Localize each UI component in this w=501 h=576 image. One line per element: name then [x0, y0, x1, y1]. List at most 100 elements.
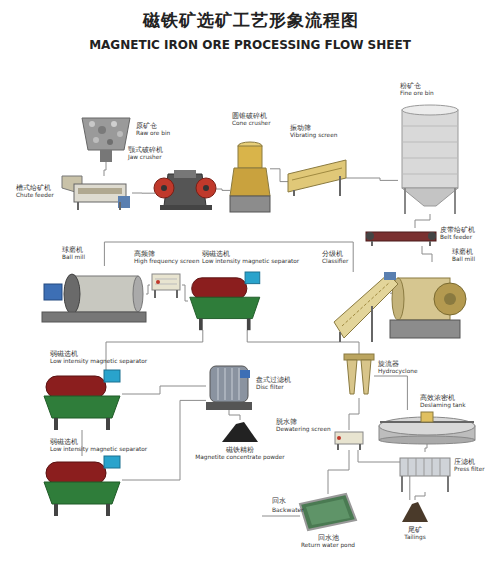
- vibrating-screen-art-part: [293, 190, 295, 196]
- chute-feeder-art-part: [78, 188, 122, 194]
- equipment-label: 分级机Classifier: [322, 250, 348, 265]
- dewatering-screen-art-part: [359, 444, 361, 450]
- cone-crusher-art-part: [238, 146, 262, 168]
- magnetic-separator-art-part: [190, 297, 260, 318]
- equipment-name-zh: 球磨机: [452, 248, 475, 256]
- chute-feeder-art-part: [119, 202, 121, 210]
- magnetic-separator-art: [44, 370, 120, 430]
- magnetic-separator-art-part: [46, 376, 106, 398]
- vibrating-screen-art-part: [339, 176, 341, 196]
- dewatering-screen-art-part: [337, 436, 341, 440]
- ball-mill-art-part: [133, 276, 143, 312]
- fine-ore-bin-art-part: [454, 188, 456, 214]
- cone-crusher-art-part: [230, 168, 270, 196]
- fine-ore-bin-art-part: [402, 105, 458, 115]
- press-filter-art-part: [416, 458, 417, 476]
- equipment-name-zh: 回水池: [301, 534, 355, 542]
- equipment-name-zh: 球磨机: [62, 246, 85, 254]
- hydrocyclone-art: [344, 354, 374, 394]
- press-filter-art-part: [432, 458, 433, 476]
- equipment-node: 原矿仓Raw ore bin: [82, 118, 130, 162]
- flow-line: [415, 492, 425, 500]
- disc-filter-art-part: [206, 402, 252, 410]
- jaw-crusher-art-part: [174, 170, 196, 178]
- magnetic-separator-art-part: [54, 418, 58, 430]
- fine-ore-bin-art-part: [402, 174, 458, 175]
- equipment-name-zh: 槽式给矿机: [16, 184, 54, 192]
- equipment-name-zh: 颚式破碎机: [128, 146, 163, 154]
- jaw-crusher-art-part: [196, 178, 216, 198]
- fine-ore-bin-art-part: [402, 188, 458, 206]
- equipment-label: 压滤机Press filter: [454, 458, 485, 473]
- press-filter-art-part: [401, 476, 403, 492]
- jaw-crusher-art: [154, 170, 216, 210]
- press-filter-art-part: [400, 458, 450, 476]
- equipment-node: 皮带给矿机Belt feeder: [366, 228, 436, 246]
- equipment-name-zh: 尾矿: [404, 526, 425, 534]
- equipment-label: 颚式破碎机Jaw crusher: [128, 146, 163, 161]
- high-frequency-screen-art-part: [152, 274, 180, 290]
- ore-bin-art-part: [93, 137, 99, 143]
- equipment-name-en: Fine ore bin: [400, 90, 434, 97]
- equipment-name-en: Classifier: [322, 258, 348, 265]
- magnetic-separator-art-part: [245, 272, 260, 284]
- magnetic-separator-art-part: [46, 462, 106, 484]
- magnetic-separator-art-part: [104, 370, 120, 382]
- equipment-name-en: Hydrocyclone: [378, 368, 417, 375]
- fine-ore-bin-art-part: [402, 110, 458, 188]
- ore-bin-art-part: [98, 126, 106, 134]
- dewatering-screen-art-part: [337, 444, 339, 450]
- equipment-name-en: Tailings: [404, 534, 425, 541]
- belt-feeder-art-part: [366, 232, 374, 240]
- magnetic-separator-art: [44, 456, 120, 516]
- flow-line: [425, 444, 427, 452]
- vibrating-screen-art-part: [288, 160, 346, 192]
- equipment-label: 皮带给矿机Belt feeder: [440, 226, 475, 241]
- equipment-node: 磁铁精粉Magnetite concentrate powder: [222, 420, 258, 442]
- subtitle: MAGNETIC IRON ORE PROCESSING FLOW SHEET: [89, 38, 411, 52]
- equipment-label: 脱水筛Dewatering screen: [276, 418, 331, 433]
- magnetic-separator-art-part: [247, 319, 251, 331]
- press-filter-art-part: [424, 458, 425, 476]
- equipment-label: 球磨机Ball mill: [452, 248, 475, 263]
- equipment-node: 压滤机Press filter: [398, 452, 452, 492]
- high-frequency-screen-art-part: [176, 290, 178, 298]
- hydrocyclone-art-part: [361, 360, 371, 394]
- equipment-label: 盘式过滤机Disc filter: [256, 376, 291, 391]
- ball-mill-art-part: [42, 312, 146, 322]
- flow-line: [328, 450, 349, 494]
- jaw-crusher-art-part: [160, 205, 212, 210]
- flow-line: [146, 285, 150, 294]
- magnetic-separator-art-part: [199, 319, 203, 331]
- flow-line: [215, 189, 230, 190]
- water-pond-art-part: [306, 499, 350, 525]
- equipment-name-en: Raw ore bin: [136, 130, 170, 137]
- ore-bin-art: [82, 118, 130, 162]
- cone-crusher-art: [230, 142, 270, 212]
- equipment-name-zh: 弱磁选机: [50, 438, 147, 446]
- hydrocyclone-art-part: [344, 354, 374, 360]
- classifier-art-part: [339, 332, 341, 342]
- ore-bin-art-part: [100, 150, 112, 162]
- equipment-name-en: Low intensity magnetic separator: [202, 258, 299, 265]
- equipment-name-en: Belt feeder: [440, 234, 475, 241]
- thickener-tank-art-part: [421, 412, 433, 422]
- equipment-node: 盘式过滤机Disc filter: [206, 362, 252, 410]
- backwater-line: [262, 516, 300, 517]
- flow-line: [104, 162, 106, 176]
- equipment-name-zh: 压滤机: [454, 458, 485, 466]
- equipment-name-zh: 磁铁精粉: [195, 446, 284, 454]
- ball-mill-art-part: [44, 284, 62, 300]
- flow-line: [104, 242, 353, 272]
- belt-feeder-art-part: [366, 232, 436, 241]
- press-filter-art-part: [447, 476, 449, 492]
- vibrating-screen-art-part: [292, 168, 342, 180]
- equipment-label: 尾矿Tailings: [404, 526, 425, 541]
- cone-crusher-art-part: [230, 196, 270, 212]
- equipment-node: 颚式破碎机Jaw crusher: [155, 168, 215, 210]
- ball-mill-art-part: [64, 274, 80, 314]
- flow-line: [122, 386, 206, 394]
- water-pond-art: [300, 494, 356, 530]
- hydrocyclone-art-part: [347, 360, 357, 394]
